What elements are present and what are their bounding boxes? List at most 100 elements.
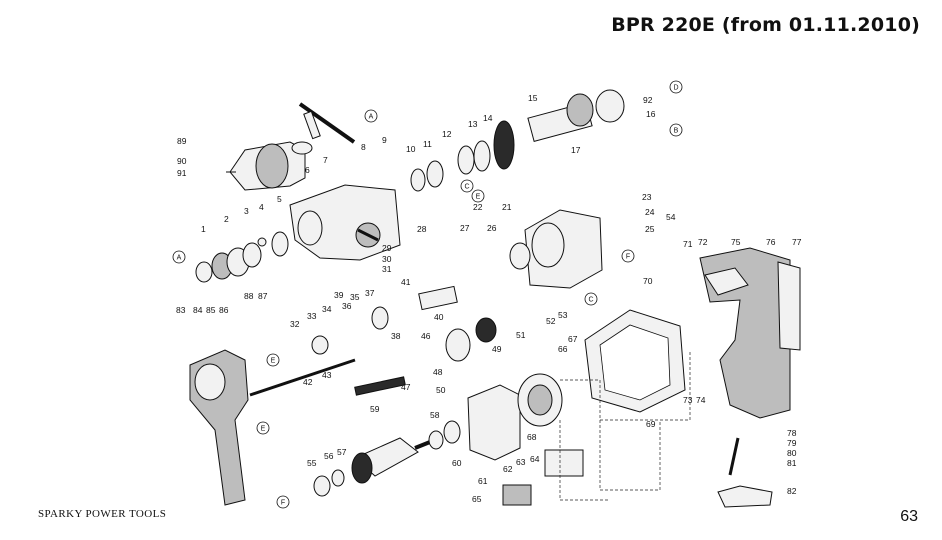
part-label: 65 xyxy=(472,494,482,504)
spindle-drawing xyxy=(410,89,625,192)
callout-marker: E xyxy=(471,189,485,203)
part-label: 29 xyxy=(382,243,392,253)
part-label: 24 xyxy=(645,207,655,217)
callout-letter: E xyxy=(476,194,481,201)
part-label: 27 xyxy=(460,223,470,233)
part-label: 10 xyxy=(406,144,416,154)
part-label: 41 xyxy=(401,277,411,287)
part-label: 83 xyxy=(176,305,186,315)
part-label: 86 xyxy=(219,305,229,315)
part-label: 76 xyxy=(766,237,776,247)
part-label: 48 xyxy=(433,367,443,377)
callout-letter: F xyxy=(281,500,285,507)
part-label: 39 xyxy=(334,290,344,300)
chuck-drawing xyxy=(226,141,313,191)
part-label: 31 xyxy=(382,264,392,274)
part-label: 90 xyxy=(177,156,187,166)
callout-letter: C xyxy=(464,184,469,191)
part-label: 74 xyxy=(696,395,706,405)
callout-letter: A xyxy=(177,255,182,262)
page-title: BPR 220E (from 01.11.2010) xyxy=(611,14,920,36)
part-label: 51 xyxy=(516,330,526,340)
part-label: 23 xyxy=(642,192,652,202)
part-label: 38 xyxy=(391,331,401,341)
part-label: 54 xyxy=(666,212,676,222)
part-label: 8 xyxy=(361,142,366,152)
part-label: 70 xyxy=(643,276,653,286)
callout-marker: C xyxy=(460,179,474,193)
callout-marker: A xyxy=(172,250,186,264)
callout-marker: F xyxy=(276,495,290,509)
part-label: 5 xyxy=(277,194,282,204)
callout-letter: B xyxy=(674,128,679,135)
part-label: 85 xyxy=(206,305,216,315)
part-label: 84 xyxy=(193,305,203,315)
part-label: 89 xyxy=(177,136,187,146)
gear-housing-drawing xyxy=(289,184,401,261)
part-label: 21 xyxy=(502,202,512,212)
part-label: 75 xyxy=(731,237,741,247)
part-label: 49 xyxy=(492,344,502,354)
part-label: 25 xyxy=(645,224,655,234)
part-label: 13 xyxy=(468,119,478,129)
intermediate-flange-drawing xyxy=(509,209,603,289)
part-label: 50 xyxy=(436,385,446,395)
part-label: 80 xyxy=(787,448,797,458)
part-label: 33 xyxy=(307,311,317,321)
part-label: 58 xyxy=(430,410,440,420)
callout-marker: A xyxy=(364,109,378,123)
part-label: 92 xyxy=(643,95,653,105)
main-handle-drawing xyxy=(699,247,801,419)
front-rings-drawing xyxy=(195,231,289,283)
part-label: 17 xyxy=(571,145,581,155)
part-label: 43 xyxy=(322,370,332,380)
part-label: 63 xyxy=(516,457,526,467)
part-label: 11 xyxy=(423,139,432,149)
part-label: 64 xyxy=(530,454,540,464)
part-label: 35 xyxy=(350,292,360,302)
part-label: 37 xyxy=(365,288,375,298)
part-label: 87 xyxy=(258,291,268,301)
part-label: 14 xyxy=(483,113,493,123)
part-label: 16 xyxy=(646,109,656,119)
part-label: 40 xyxy=(434,312,444,322)
part-label: 36 xyxy=(342,301,352,311)
part-label: 30 xyxy=(382,254,392,264)
part-label: 46 xyxy=(421,331,431,341)
cover-plate-drawing xyxy=(717,437,773,508)
part-label: 15 xyxy=(528,93,538,103)
page-number: 63 xyxy=(900,508,918,525)
part-label: 91 xyxy=(177,168,187,178)
part-label: 42 xyxy=(303,377,313,387)
part-label: 3 xyxy=(244,206,249,216)
part-label: 47 xyxy=(401,382,411,392)
callout-marker: D xyxy=(669,80,683,94)
brand-footer: SPARKY POWER TOOLS xyxy=(38,508,167,520)
stator-drawing xyxy=(467,373,563,461)
callout-marker: F xyxy=(621,249,635,263)
part-label: 7 xyxy=(323,155,328,165)
part-label: 73 xyxy=(683,395,693,405)
part-label: 79 xyxy=(787,438,797,448)
callout-letter: C xyxy=(588,297,593,304)
part-label: 26 xyxy=(487,223,497,233)
part-label: 12 xyxy=(442,129,452,139)
callout-marker: C xyxy=(584,292,598,306)
part-label: 6 xyxy=(305,165,310,175)
callout-letter: E xyxy=(261,426,266,433)
callout-marker: E xyxy=(256,421,270,435)
switch-drawing xyxy=(502,449,584,506)
part-label: 71 xyxy=(683,239,693,249)
part-label: 22 xyxy=(473,202,483,212)
part-label: 67 xyxy=(568,334,578,344)
part-label: 9 xyxy=(382,135,387,145)
part-label: 28 xyxy=(417,224,427,234)
side-handle-drawing xyxy=(189,349,356,506)
part-label: 68 xyxy=(527,432,537,442)
part-label: 55 xyxy=(307,458,317,468)
part-label: 78 xyxy=(787,428,797,438)
